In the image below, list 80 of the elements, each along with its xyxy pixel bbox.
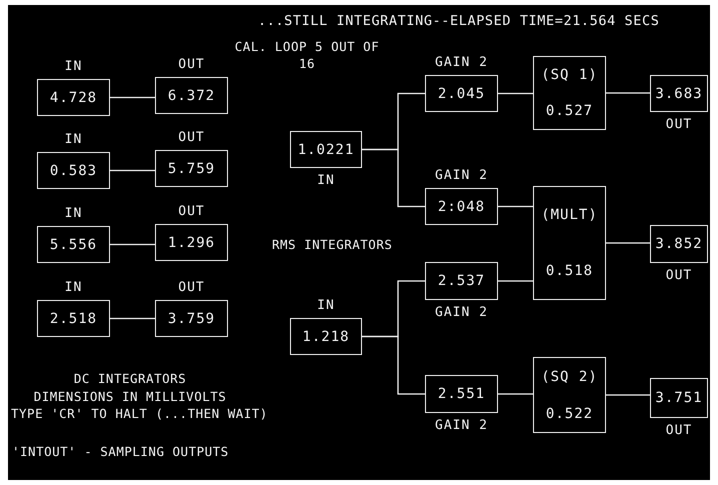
port-label: OUT — [178, 57, 205, 72]
value-text: 3.683 — [655, 86, 703, 102]
value-box — [533, 56, 606, 130]
connector-line — [498, 92, 533, 94]
value-text: 1.296 — [168, 234, 216, 250]
value-text: 3.852 — [655, 236, 703, 252]
value-text: 3.759 — [168, 310, 216, 326]
port-label: IN — [64, 59, 82, 74]
value-text: 2:048 — [438, 198, 486, 214]
value-text: 0.518 — [546, 263, 594, 279]
port-label: GAIN 2 — [435, 168, 488, 183]
connector-line — [110, 318, 155, 320]
port-label: OUT — [178, 130, 205, 145]
value-text: 3.751 — [655, 390, 703, 406]
port-label: OUT — [666, 268, 692, 283]
port-label: IN — [317, 298, 335, 313]
value-text: 2.518 — [50, 310, 98, 326]
screen-note: DC INTEGRATORS — [72, 370, 188, 387]
connector-line — [606, 394, 650, 396]
status-title: ...STILL INTEGRATING--ELAPSED TIME=21.564 SECS — [258, 13, 660, 29]
port-label: OUT — [666, 117, 692, 132]
connector-line — [110, 96, 155, 98]
value-text: 4.728 — [50, 90, 98, 106]
value-text: 2.045 — [438, 86, 486, 102]
value-box — [155, 224, 228, 261]
port-label: IN — [64, 206, 82, 221]
port-label: GAIN 2 — [435, 305, 488, 320]
value-box — [650, 225, 708, 263]
connector-line — [498, 393, 533, 395]
value-text: (SQ 1) — [541, 67, 598, 83]
value-box — [37, 152, 110, 189]
value-box — [37, 226, 110, 263]
value-box — [425, 75, 498, 112]
value-box — [425, 188, 498, 225]
value-box — [155, 77, 228, 114]
value-box — [290, 131, 362, 168]
value-text: 2.551 — [438, 386, 486, 402]
screen-note: RMS INTEGRATORS — [272, 236, 394, 253]
screen-note: DIMENSIONS IN MILLIVOLTS — [32, 388, 228, 405]
value-box — [425, 262, 498, 300]
value-box — [650, 378, 708, 418]
port-label: IN — [64, 280, 82, 295]
value-box — [37, 300, 110, 337]
value-box — [650, 75, 708, 112]
value-box — [37, 79, 110, 116]
screen-note: TYPE 'CR' TO HALT (...THEN WAIT) — [11, 405, 269, 422]
screen-note: CAL. LOOP 5 OUT OF 16 — [234, 38, 380, 72]
port-label: GAIN 2 — [435, 418, 488, 433]
screen-note: 'INTOUT' - SAMPLING OUTPUTS — [12, 443, 230, 460]
value-text: 2.537 — [438, 273, 486, 289]
value-box — [533, 186, 606, 300]
value-text: (MULT) — [541, 207, 598, 223]
value-box — [290, 318, 362, 355]
value-text: 5.759 — [168, 160, 216, 176]
port-label: OUT — [178, 280, 205, 295]
port-label: OUT — [666, 423, 692, 438]
value-text: 0.583 — [50, 162, 98, 178]
port-label: OUT — [178, 204, 205, 219]
port-label: GAIN 2 — [435, 55, 488, 70]
value-text: 1.0221 — [298, 142, 354, 158]
value-text: 0.527 — [546, 103, 594, 119]
port-label: IN — [317, 173, 335, 188]
connector-line — [498, 280, 533, 282]
connector-line — [110, 170, 155, 172]
value-box — [155, 300, 228, 337]
value-box — [533, 357, 606, 433]
connector-line — [110, 244, 155, 246]
connector-line — [606, 92, 650, 94]
value-text: 6.372 — [168, 88, 216, 104]
value-box — [425, 375, 498, 413]
value-text: (SQ 2) — [541, 368, 598, 384]
connector-line — [606, 242, 650, 244]
value-text: 1.218 — [302, 328, 350, 344]
value-box — [155, 150, 228, 187]
value-text: 0.522 — [546, 406, 594, 422]
connector-line — [362, 148, 425, 208]
port-label: IN — [64, 132, 82, 147]
connector-line — [498, 206, 533, 208]
connector-line — [362, 336, 425, 395]
value-text: 5.556 — [50, 236, 98, 252]
